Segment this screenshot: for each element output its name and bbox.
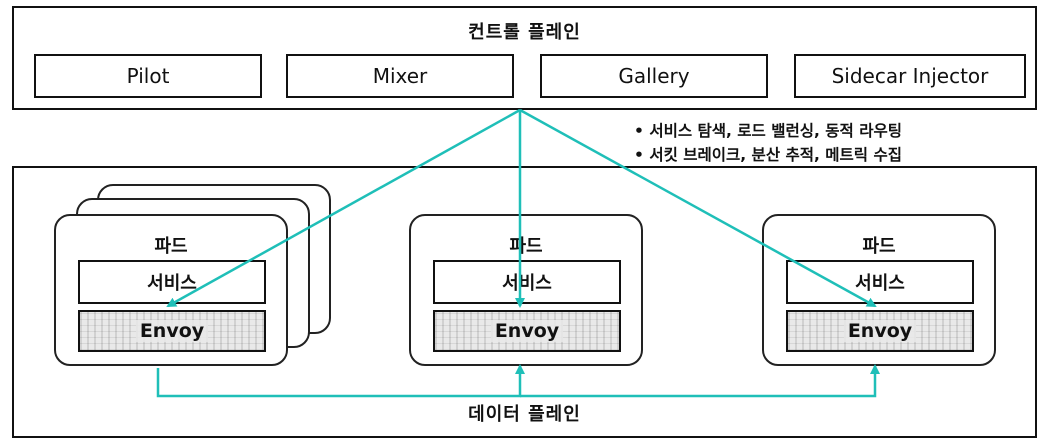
pod-title: 파드 (509, 236, 543, 257)
envoy-proxy: Envoy (433, 310, 621, 352)
mixer-component: Mixer (286, 54, 514, 98)
pilot-component: Pilot (34, 54, 262, 98)
note-traffic: 서비스 탐색, 로드 밸런싱, 동적 라우팅 (634, 119, 902, 143)
service-box: 서비스 (786, 260, 974, 304)
arrow-pod-1-to-pod-3 (520, 364, 880, 398)
data-plane-title: 데이터 플레인 (468, 404, 581, 425)
arrow-pod-1-to-pod-2 (156, 364, 525, 398)
pod-1: 파드 서비스 Envoy (54, 214, 288, 366)
pod-title: 파드 (154, 236, 188, 257)
envoy-proxy: Envoy (78, 310, 266, 352)
feature-notes: 서비스 탐색, 로드 밸런싱, 동적 라우팅 서킷 브레이크, 분산 추적, 메… (634, 119, 902, 167)
envoy-label: Envoy (490, 320, 564, 342)
pod-title: 파드 (862, 236, 896, 257)
note-observability: 서킷 브레이크, 분산 추적, 메트릭 수집 (634, 143, 902, 167)
envoy-label: Envoy (843, 320, 917, 342)
envoy-proxy: Envoy (786, 310, 974, 352)
service-box: 서비스 (433, 260, 621, 304)
control-plane: 컨트롤 플레인 Pilot Mixer Gallery Sidecar Inje… (12, 6, 1037, 110)
pod-2: 파드 서비스 Envoy (409, 214, 643, 366)
arrow-control-to-pod-1 (166, 108, 521, 308)
envoy-label: Envoy (135, 320, 209, 342)
gallery-component: Gallery (540, 54, 768, 98)
arrow-control-to-pod-3 (519, 108, 877, 308)
sidecar-injector-component: Sidecar Injector (794, 54, 1026, 98)
control-plane-title: 컨트롤 플레인 (468, 22, 581, 43)
pod-3: 파드 서비스 Envoy (762, 214, 996, 366)
